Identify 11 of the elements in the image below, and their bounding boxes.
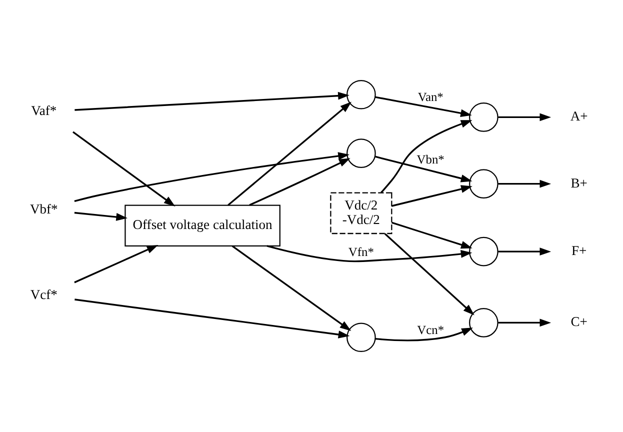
node-text: Vaf* bbox=[31, 103, 57, 118]
node-text: C+ bbox=[570, 314, 588, 330]
edge-label: Vfn* bbox=[348, 244, 374, 259]
node-text: Vcf* bbox=[30, 287, 58, 302]
node-text: Vbf* bbox=[30, 201, 58, 216]
node-text: F+ bbox=[571, 243, 587, 258]
node-text: B+ bbox=[570, 175, 588, 190]
edge-label: Vcn* bbox=[417, 322, 444, 337]
edge-label: Vbn* bbox=[416, 152, 444, 166]
node-text: A+ bbox=[570, 108, 588, 124]
edge-label: Van* bbox=[418, 90, 444, 104]
